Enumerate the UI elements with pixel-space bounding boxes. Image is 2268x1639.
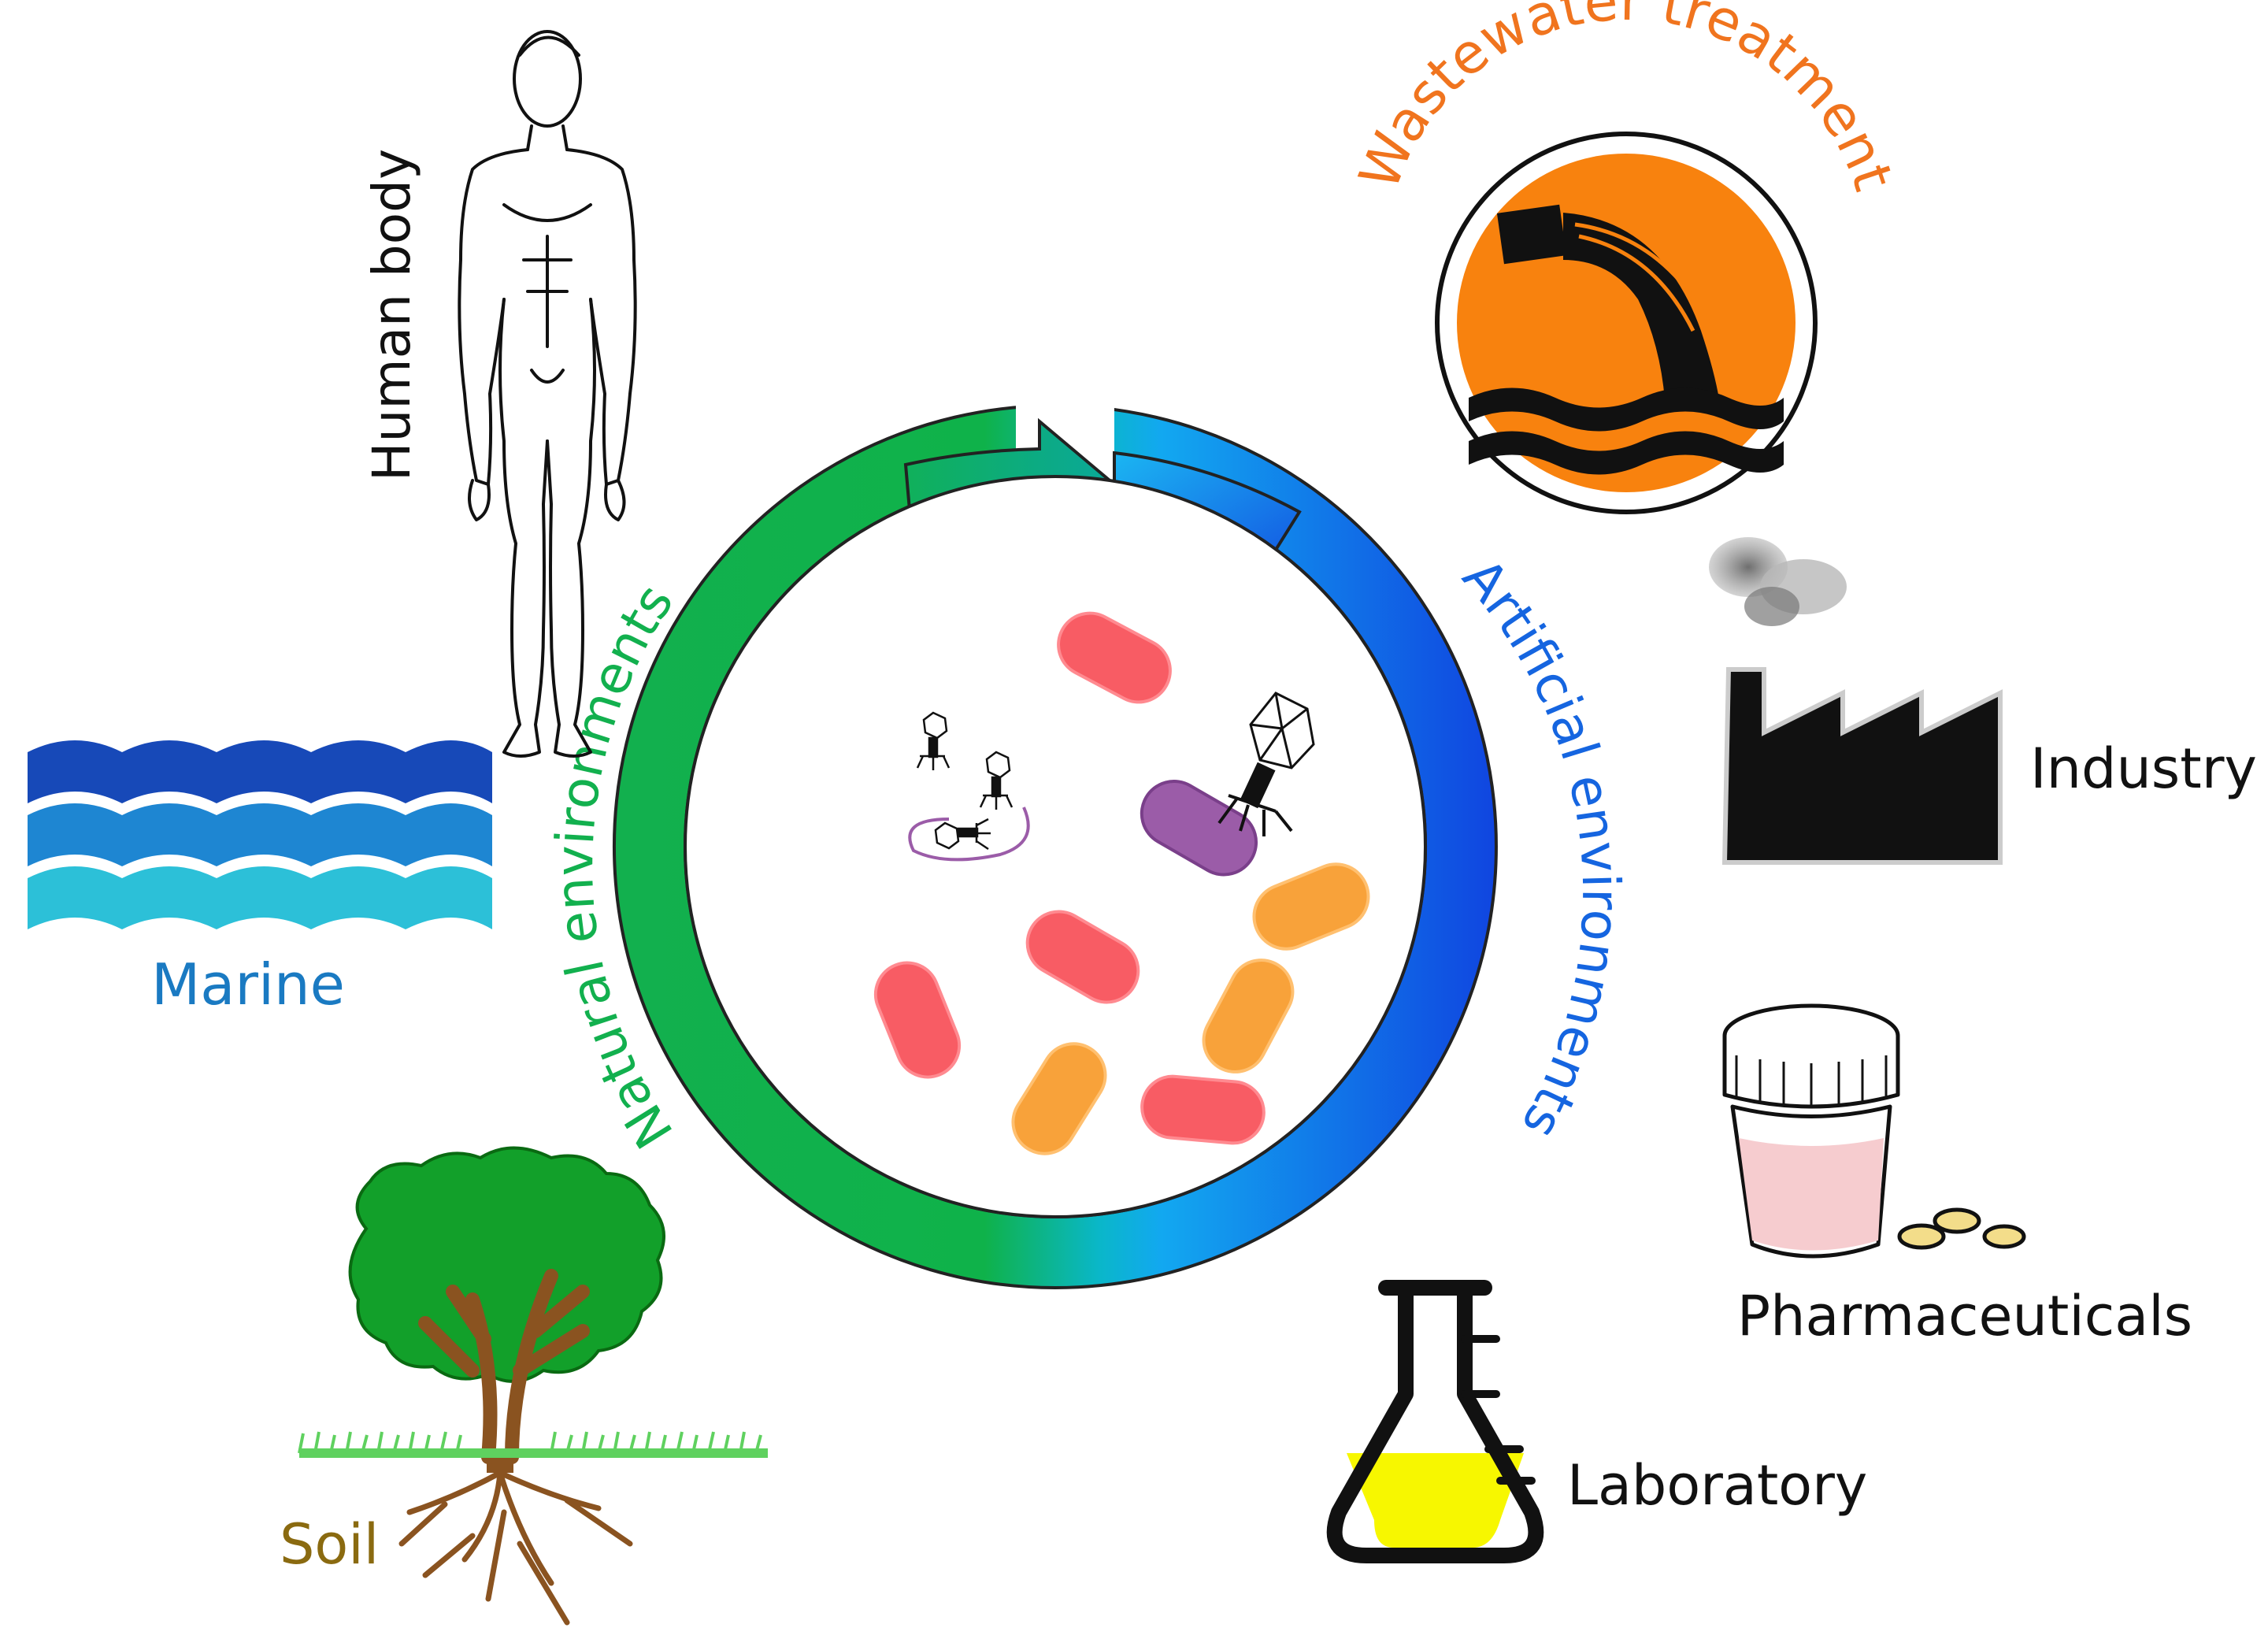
marine-label: Marine — [151, 951, 345, 1018]
pharmaceuticals-label: Pharmaceuticals — [1737, 1284, 2192, 1348]
bacterium-orange — [1202, 959, 1295, 1074]
industry-label: Industry — [2030, 736, 2257, 801]
bacterium-orange — [1252, 862, 1370, 951]
phage-small-group — [908, 711, 1030, 862]
industry-factory-icon — [1709, 537, 2003, 865]
bacterium-red — [1140, 1074, 1266, 1145]
marine-waves-icon — [28, 740, 492, 929]
wastewater-icon — [1435, 132, 1818, 514]
bacterium-red — [873, 961, 962, 1079]
human-body-illustration — [458, 30, 637, 758]
bacterium-orange — [1011, 1042, 1107, 1155]
laboratory-label: Laboratory — [1567, 1453, 1867, 1518]
bacterium-purple — [1140, 780, 1258, 877]
soil-tree-icon — [298, 1146, 768, 1626]
phage-large — [1217, 692, 1315, 836]
pharmaceuticals-jar-icon — [1722, 1003, 2026, 1259]
laboratory-flask-icon — [1326, 1280, 1544, 1563]
soil-label: Soil — [280, 1512, 379, 1577]
bacterium-red — [1057, 611, 1172, 704]
bacterium-red — [1025, 910, 1140, 1004]
human-body-label: Human body — [361, 149, 422, 481]
bacteria-cluster — [873, 611, 1370, 1155]
central-cycle — [612, 394, 1498, 1289]
